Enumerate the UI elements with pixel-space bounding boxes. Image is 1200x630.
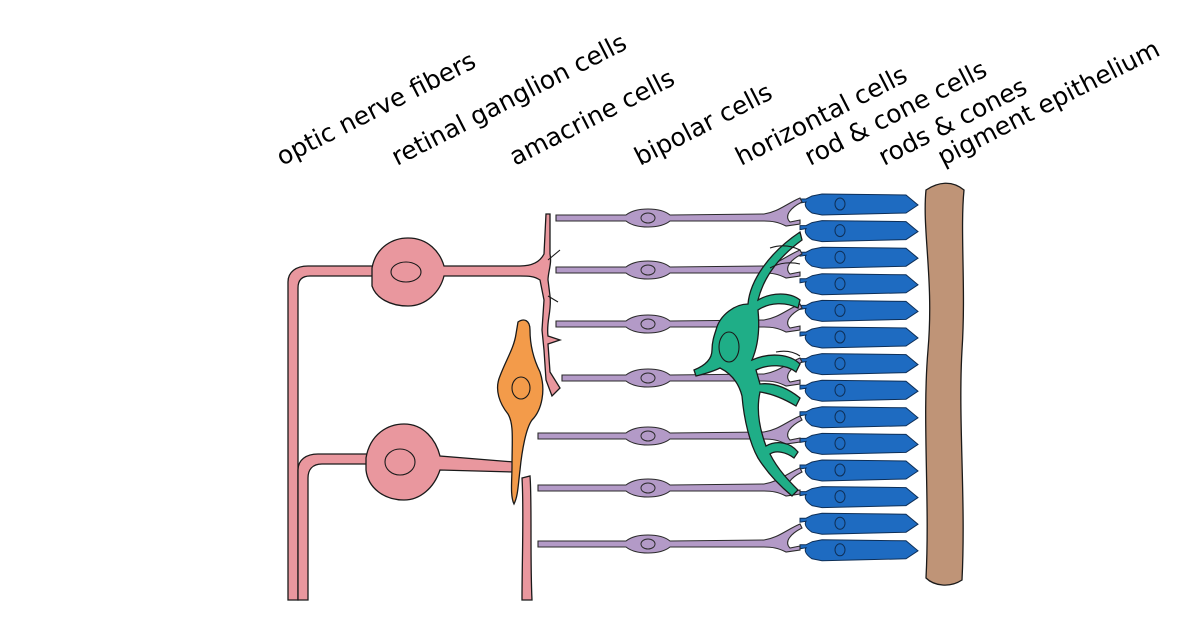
rod-cell bbox=[799, 486, 919, 509]
bipolar-nucleus bbox=[640, 372, 656, 384]
bipolar-cell-body bbox=[555, 197, 803, 228]
photoreceptor-nucleus bbox=[834, 516, 846, 530]
photoreceptor-nucleus bbox=[834, 250, 846, 264]
photoreceptor-nucleus bbox=[834, 330, 846, 344]
rod-cell bbox=[799, 406, 919, 429]
rod-cell bbox=[799, 193, 919, 216]
photoreceptor-nucleus bbox=[834, 277, 846, 291]
amacrine-cell bbox=[496, 319, 544, 506]
pigment-epithelium-layer bbox=[924, 182, 965, 586]
ganglion-nucleus-upper bbox=[390, 261, 422, 283]
ganglion-dendrite-vertical bbox=[521, 475, 533, 601]
cone-cell bbox=[799, 299, 919, 322]
photoreceptor-segment bbox=[799, 299, 919, 322]
label-optic-nerve-fibers: optic nerve fibers bbox=[272, 46, 481, 172]
ganglion-nucleus-lower bbox=[384, 448, 416, 476]
photoreceptor-segment bbox=[799, 246, 919, 269]
bipolar-cell bbox=[555, 197, 803, 228]
cone-cell bbox=[799, 220, 919, 243]
bipolar-nucleus bbox=[640, 212, 656, 224]
bipolar-nucleus bbox=[640, 538, 656, 550]
bipolar-nucleus bbox=[640, 318, 656, 330]
bipolar-nucleus bbox=[640, 430, 656, 442]
photoreceptor-segment bbox=[799, 512, 919, 535]
rod-cell bbox=[799, 512, 919, 535]
bipolar-cell-body bbox=[555, 303, 803, 334]
cone-cell bbox=[799, 459, 919, 482]
ganglion-dendrite-branch bbox=[547, 249, 561, 303]
photoreceptor-nucleus bbox=[834, 543, 846, 557]
horizontal-dendrite-lines bbox=[769, 245, 801, 357]
cone-cell bbox=[799, 539, 919, 562]
photoreceptor-segment bbox=[799, 486, 919, 509]
photoreceptor-segment bbox=[799, 326, 919, 349]
photoreceptor-segment bbox=[799, 273, 919, 296]
ganglion-cell-upper bbox=[371, 213, 563, 398]
photoreceptor-segment bbox=[799, 193, 919, 216]
ganglion-cell-lower bbox=[365, 423, 515, 501]
photoreceptor-segment bbox=[799, 459, 919, 482]
bipolar-cell-body bbox=[555, 249, 803, 280]
photoreceptor-nucleus bbox=[834, 357, 846, 371]
rod-cell bbox=[799, 353, 919, 376]
bipolar-cell-body bbox=[537, 415, 803, 446]
optic-nerve-fiber-2 bbox=[297, 453, 373, 601]
photoreceptor-segment bbox=[799, 379, 919, 402]
photoreceptor-nucleus bbox=[834, 410, 846, 424]
photoreceptor-segment bbox=[799, 220, 919, 243]
photoreceptor-segment bbox=[799, 432, 919, 455]
rod-cell bbox=[799, 326, 919, 349]
amacrine-nucleus bbox=[511, 376, 531, 400]
photoreceptor-segment bbox=[799, 539, 919, 562]
photoreceptor-segment bbox=[799, 353, 919, 376]
bipolar-cell bbox=[555, 249, 803, 280]
photoreceptor-nucleus bbox=[834, 490, 846, 504]
bipolar-cell-body bbox=[537, 467, 803, 498]
photoreceptor-nucleus bbox=[834, 383, 846, 397]
bipolar-cell bbox=[537, 415, 803, 446]
rod-cell bbox=[799, 432, 919, 455]
photoreceptor-nucleus bbox=[834, 303, 846, 317]
ganglion-cell-group bbox=[287, 213, 563, 601]
cone-cell bbox=[799, 379, 919, 402]
horizontal-nucleus bbox=[718, 331, 740, 363]
rod-cell bbox=[799, 246, 919, 269]
photoreceptor-group bbox=[799, 193, 919, 562]
bipolar-cell-group bbox=[537, 197, 803, 554]
photoreceptor-segment bbox=[799, 406, 919, 429]
photoreceptor-nucleus bbox=[834, 197, 846, 211]
rod-cell bbox=[799, 273, 919, 296]
bipolar-cell bbox=[537, 523, 803, 554]
photoreceptor-nucleus bbox=[834, 436, 846, 450]
photoreceptor-nucleus bbox=[834, 224, 846, 238]
horizontal-cell bbox=[693, 230, 803, 497]
bipolar-nucleus bbox=[640, 482, 656, 494]
bipolar-cell bbox=[555, 303, 803, 334]
bipolar-cell bbox=[537, 467, 803, 498]
bipolar-cell-body bbox=[537, 523, 803, 554]
photoreceptor-nucleus bbox=[834, 463, 846, 477]
bipolar-nucleus bbox=[640, 264, 656, 276]
